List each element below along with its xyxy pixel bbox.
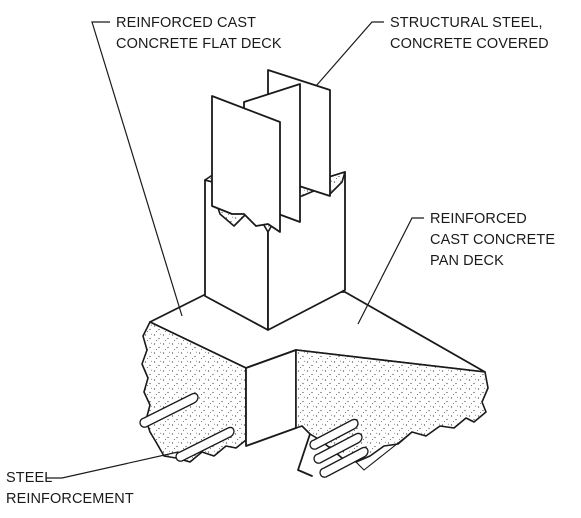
pan-deck-label-line2: CAST CONCRETE — [430, 232, 555, 248]
pan-deck-label-line1: REINFORCED — [430, 211, 527, 227]
leader-pan-deck — [357, 217, 424, 325]
callout-flat-deck: REINFORCED CAST CONCRETE FLAT DECK — [116, 15, 282, 52]
rebar-group-pan-deck — [309, 418, 369, 478]
flat-deck-label-line1: REINFORCED CAST — [116, 15, 256, 31]
steel-label-line1: STRUCTURAL STEEL, — [390, 15, 543, 31]
leader-flat-deck — [91, 21, 183, 317]
steel-label-line2: CONCRETE COVERED — [390, 36, 549, 52]
pan-rib-bottom-edge — [297, 433, 313, 477]
steel-front-flange — [211, 95, 281, 233]
leader-reinforcement — [46, 451, 179, 479]
flat-deck-cut-face — [141, 321, 247, 463]
pan-deck-rib-face — [245, 349, 297, 447]
structural-steel-column — [211, 69, 331, 233]
flat-deck-label-line2: CONCRETE FLAT DECK — [116, 36, 282, 52]
callout-steel-reinforcement: STEEL REINFORCEMENT — [6, 470, 134, 507]
rebar — [175, 426, 235, 462]
rebar — [313, 432, 363, 464]
reinf-label-line1: STEEL — [6, 470, 52, 486]
callout-structural-steel: STRUCTURAL STEEL, CONCRETE COVERED — [390, 15, 549, 52]
callout-pan-deck: REINFORCED CAST CONCRETE PAN DECK — [430, 211, 555, 269]
rebar — [139, 392, 199, 428]
rebar-group-flat-deck — [139, 392, 235, 462]
rebar — [319, 446, 369, 478]
leader-lines — [46, 21, 424, 479]
leader-steel — [315, 21, 384, 87]
pan-deck-label-line3: PAN DECK — [430, 253, 504, 269]
rebar — [309, 418, 359, 450]
reinf-label-line2: REINFORCEMENT — [6, 491, 134, 507]
pan-rib-underside — [355, 431, 413, 471]
